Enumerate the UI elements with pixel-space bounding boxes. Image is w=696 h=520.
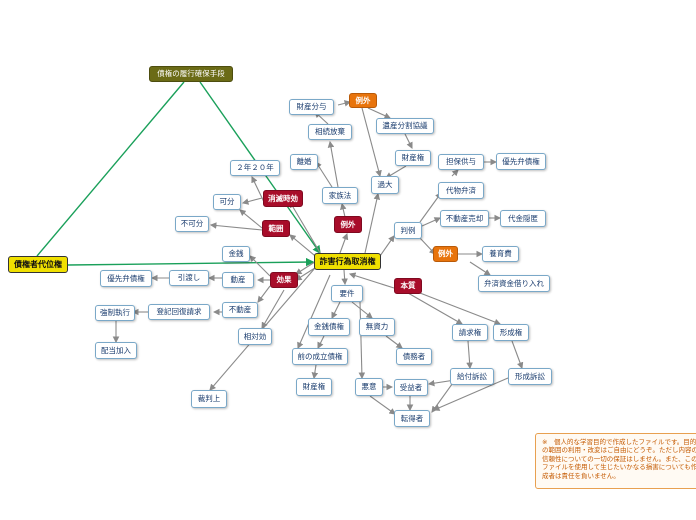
node-keisei[interactable]: 形成権	[493, 324, 529, 341]
node-reigai-1[interactable]: 例外	[349, 93, 377, 108]
node-daikin[interactable]: 代金隠匿	[500, 210, 546, 227]
node-hikiwatashi[interactable]: 引渡し	[169, 270, 209, 286]
node-bensai[interactable]: 弁済資金借り入れ	[478, 275, 550, 292]
node-daibutsu[interactable]: 代物弁済	[438, 182, 484, 199]
node-kaka[interactable]: 可分	[213, 194, 241, 210]
node-rikon[interactable]: 離婚	[290, 154, 318, 170]
node-kinsensaiken[interactable]: 金銭債権	[308, 318, 350, 336]
node-daii[interactable]: 債権者代位権	[8, 256, 68, 273]
node-seikyuu[interactable]: 請求権	[452, 324, 488, 341]
node-sugi[interactable]: 過大	[371, 176, 399, 194]
node-fuka[interactable]: 不可分	[175, 216, 209, 232]
node-jueki[interactable]: 受益者	[394, 379, 428, 396]
node-zaisanbunyo[interactable]: 財産分与	[289, 99, 334, 115]
node-shoumetsu[interactable]: 消滅時効	[263, 190, 303, 207]
node-reigai-3[interactable]: 例外	[433, 246, 458, 262]
node-kyousei[interactable]: 強制執行	[95, 305, 135, 321]
node-yuusen-1[interactable]: 優先弁債権	[496, 153, 546, 170]
node-yuusen-2[interactable]: 優先弁債権	[100, 270, 152, 287]
node-youken[interactable]: 要件	[331, 285, 363, 302]
node-nijuunen[interactable]: ２年２０年	[230, 160, 280, 176]
disclaimer-note: ※ 個人的な学習目的で作成したファイルです。目的の範囲の利用・改変はご自由にどう…	[535, 433, 696, 489]
node-zaisanken-2[interactable]: 財産権	[296, 378, 332, 396]
node-honshitsu[interactable]: 本質	[394, 278, 422, 294]
node-kyuufu[interactable]: 給付訴訟	[450, 368, 494, 385]
node-fudousan[interactable]: 不動産	[222, 302, 258, 318]
node-haitou[interactable]: 配当加入	[95, 342, 137, 359]
node-keiseisoshou[interactable]: 形成訴訟	[508, 368, 552, 385]
node-dousan[interactable]: 動産	[222, 272, 254, 288]
node-muryoku[interactable]: 無資力	[359, 318, 395, 336]
node-tentoku[interactable]: 転得者	[394, 410, 430, 427]
node-kouka[interactable]: 効果	[270, 272, 298, 288]
node-isan[interactable]: 遺産分割協議	[376, 118, 434, 134]
node-saimusha[interactable]: 債務者	[396, 348, 432, 365]
node-reigai-2[interactable]: 例外	[334, 216, 362, 233]
node-akui[interactable]: 悪意	[355, 378, 383, 396]
node-hanrei[interactable]: 判例	[394, 222, 422, 239]
node-main[interactable]: 詐害行為取消権	[314, 253, 381, 270]
node-hanni[interactable]: 範囲	[262, 220, 290, 237]
node-kazokuhou[interactable]: 家族法	[322, 187, 358, 204]
node-fudousanbai[interactable]: 不動産売却	[440, 210, 489, 227]
node-kinsen[interactable]: 金銭	[222, 246, 250, 262]
node-zaisanken-1[interactable]: 財産権	[395, 150, 431, 166]
node-touki[interactable]: 登記回復請求	[148, 304, 210, 320]
node-tanpo[interactable]: 担保供与	[438, 154, 484, 170]
node-mae[interactable]: 前の成立債権	[292, 348, 348, 365]
node-saibanjou[interactable]: 裁判上	[191, 390, 227, 408]
node-soutai[interactable]: 相対効	[238, 328, 272, 345]
node-yoiku[interactable]: 養育費	[482, 246, 519, 262]
node-souzoku[interactable]: 相続放棄	[308, 124, 352, 140]
node-rikou[interactable]: 債権の履行確保手段	[149, 66, 233, 82]
